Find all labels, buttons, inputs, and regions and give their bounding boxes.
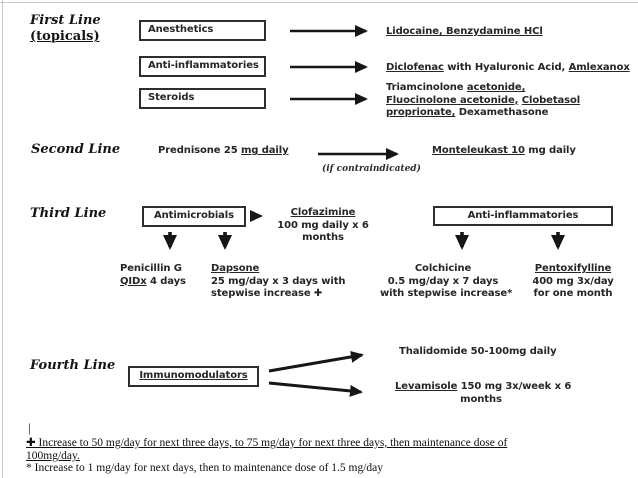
arrow-levamisole [268, 381, 363, 397]
steroids-box: Steroids [139, 88, 266, 109]
anesthetics-drugs-text: Lidocaine, Benzydamine HCl [386, 26, 543, 37]
monteleukast-text: Monteleukast 10 mg daily [432, 145, 576, 156]
penicillin-text: Penicillin G QIDx 4 days [120, 263, 186, 287]
dapsone-text: Dapsone 25 mg/day x 3 days with stepwise… [211, 263, 346, 299]
thalidomide-text: Thalidomide 50-100mg daily [399, 346, 557, 357]
levamisole-text: Levamisole 150 mg 3x/week x 6 months [395, 381, 572, 405]
immunomodulators-box-label: Immunomodulators [139, 370, 248, 382]
steroid-drugs-line2: Fluocinolone acetonide, Clobetasol [386, 94, 581, 106]
anti-inflammatory-drugs-text: Diclofenac with Hyaluronic Acid, Amlexan… [386, 62, 630, 73]
second-line-heading: Second Line [31, 142, 121, 157]
anti-inflammatories-box-label: Anti-inflammatories [148, 60, 259, 72]
first-line-subtitle: (topicals) [30, 29, 100, 44]
steroid-drugs-line1: Triamcinolone acetonide, [386, 82, 526, 93]
contraindicated-note: (if contraindicated) [322, 164, 421, 174]
first-line-heading: First Line [30, 13, 101, 28]
anti-inflammatories-box-right: Anti-inflammatories [433, 206, 613, 226]
fourth-line-heading: Fourth Line [30, 358, 116, 373]
slide-left-edge [2, 0, 3, 478]
levamisole-line1: Levamisole 150 mg 3x/week x 6 [395, 381, 572, 392]
steroids-box-label: Steroids [148, 92, 195, 104]
steroid-drugs-line3: proprionate, Dexamethasone [386, 107, 549, 118]
clofazimine-text: Clofazimine 100 mg daily x 6 months [277, 207, 369, 243]
slide-top-edge [0, 2, 638, 3]
third-line-heading: Third Line [30, 206, 107, 221]
footnote-asterisk: * Increase to 1 mg/day for next days, th… [26, 462, 384, 474]
footnote-plus-line2: 100mg/day. [26, 450, 80, 462]
arrow-thalidomide [268, 350, 364, 373]
anti-inflammatories-right-label: Anti-inflammatories [467, 209, 579, 221]
colchicine-text: Colchicine 0.5 mg/day x 7 days with step… [380, 263, 513, 299]
steroid-drugs-text: Triamcinolone acetonide, Fluocinolone ac… [386, 82, 580, 120]
footnote-plus-line1: ✚ Increase to 50 mg/day for next three d… [26, 437, 508, 449]
antimicrobials-box-label: Antimicrobials [154, 210, 234, 222]
text-cursor: | [28, 420, 31, 435]
anesthetics-box-label: Anesthetics [148, 24, 214, 36]
prednisone-text: Prednisone 25 mg daily [158, 145, 289, 156]
anesthetics-box: Anesthetics [139, 20, 266, 41]
immunomodulators-box: Immunomodulators [128, 366, 259, 387]
anti-inflammatories-box: Anti-inflammatories [139, 56, 266, 77]
antimicrobials-box: Antimicrobials [142, 206, 246, 227]
penicillin-dose: QIDx 4 days [120, 275, 186, 287]
pentoxifylline-text: Pentoxifylline 400 mg 3x/day for one mon… [532, 263, 614, 299]
